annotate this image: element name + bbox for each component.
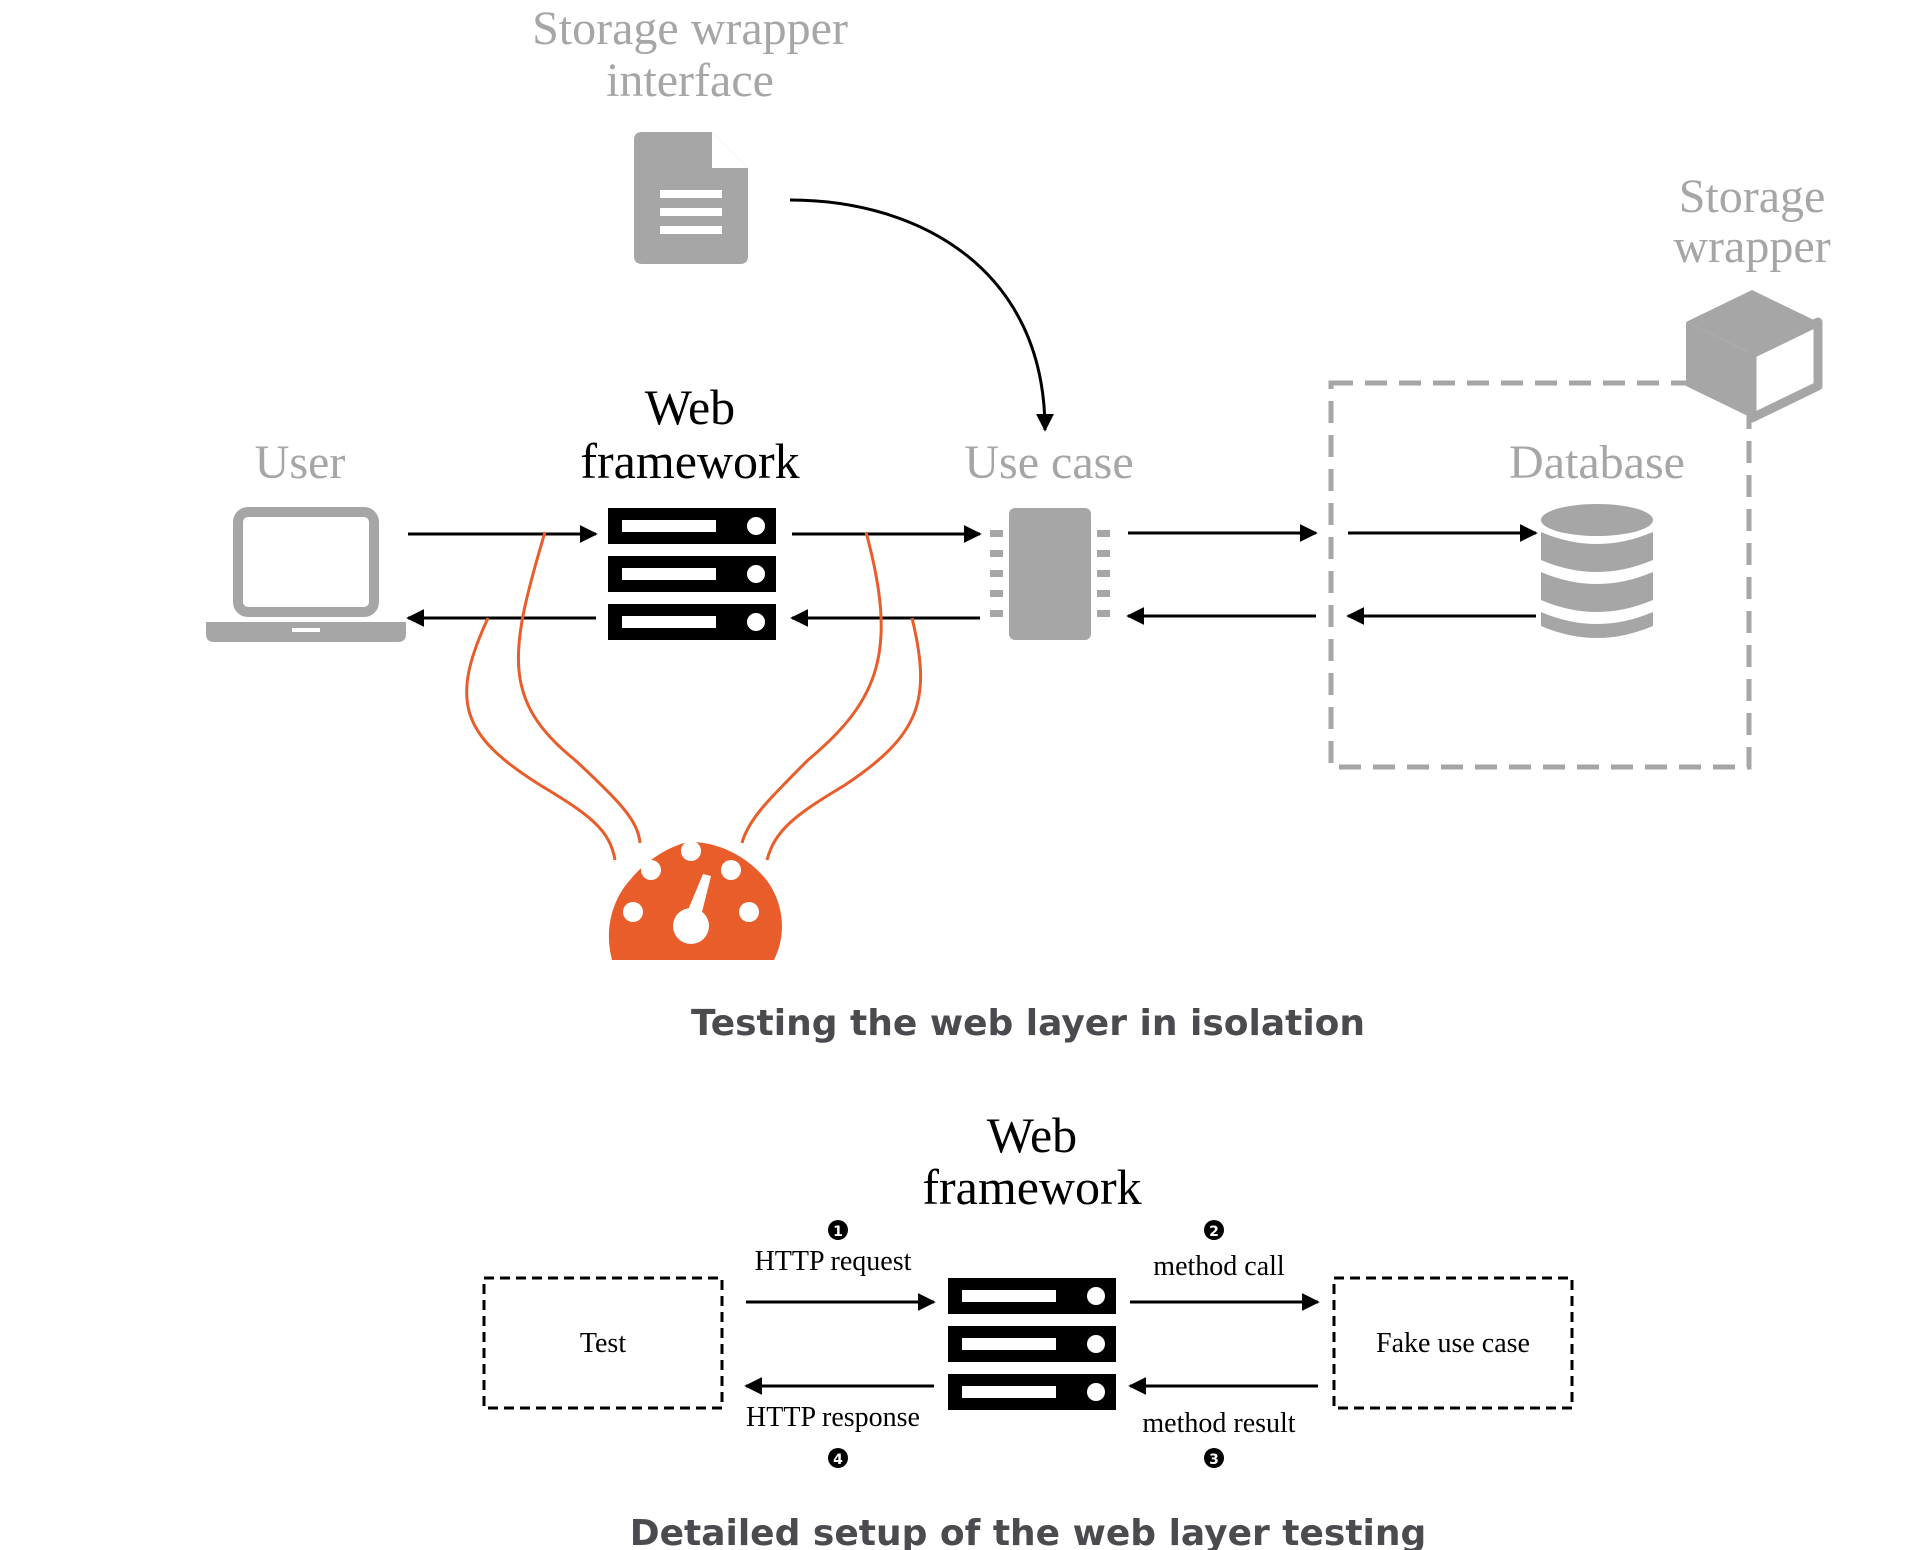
http-request-label: HTTP request <box>755 1246 912 1277</box>
user-label: User <box>255 436 346 489</box>
laptop-icon <box>206 507 406 642</box>
step-2-badge: 2 <box>1204 1220 1224 1240</box>
step-1-number: 1 <box>833 1224 843 1240</box>
test-label: Test <box>580 1328 626 1359</box>
web-framework2-label-line1: Web <box>987 1107 1077 1163</box>
storage-wrapper-dashed-box <box>1328 380 1752 770</box>
step-4-badge: 4 <box>828 1448 848 1468</box>
document-icon <box>634 132 748 264</box>
test-box <box>482 1276 724 1410</box>
interface-to-usecase-arrow <box>789 198 1054 432</box>
storage-interface-label-line2: interface <box>606 54 774 107</box>
gauge-icon <box>608 841 782 960</box>
fake-use-case-label: Fake use case <box>1376 1328 1530 1359</box>
method-call-label: method call <box>1153 1251 1285 1282</box>
web-framework-label-line2: framework <box>580 433 799 489</box>
storage-interface-label-line1: Storage wrapper <box>532 2 848 55</box>
step-4-number: 4 <box>833 1452 843 1468</box>
fake-use-case-box <box>1332 1276 1574 1410</box>
storage-wrapper-label-line2: wrapper <box>1673 220 1830 273</box>
method-result-label: method result <box>1142 1408 1295 1439</box>
storage-wrapper-label-line1: Storage <box>1679 170 1826 223</box>
step-3-number: 3 <box>1209 1452 1219 1468</box>
database-label: Database <box>1509 436 1685 489</box>
cube-icon <box>1686 290 1823 423</box>
web-framework2-label-line2: framework <box>922 1159 1141 1215</box>
chip-icon <box>990 508 1110 640</box>
step-3-badge: 3 <box>1204 1448 1224 1468</box>
caption-detailed-setup: Detailed setup of the web layer testing <box>630 1513 1427 1550</box>
web-framework-label-line1: Web <box>645 379 735 435</box>
step-2-number: 2 <box>1209 1224 1219 1240</box>
server-icon-2 <box>948 1278 1116 1410</box>
probe-wires <box>465 531 923 861</box>
database-icon <box>1541 504 1653 638</box>
step-1-badge: 1 <box>828 1220 848 1240</box>
http-response-label: HTTP response <box>746 1402 920 1433</box>
use-case-label: Use case <box>964 436 1133 489</box>
server-icon <box>608 508 776 640</box>
caption-isolation: Testing the web layer in isolation <box>691 1003 1365 1044</box>
